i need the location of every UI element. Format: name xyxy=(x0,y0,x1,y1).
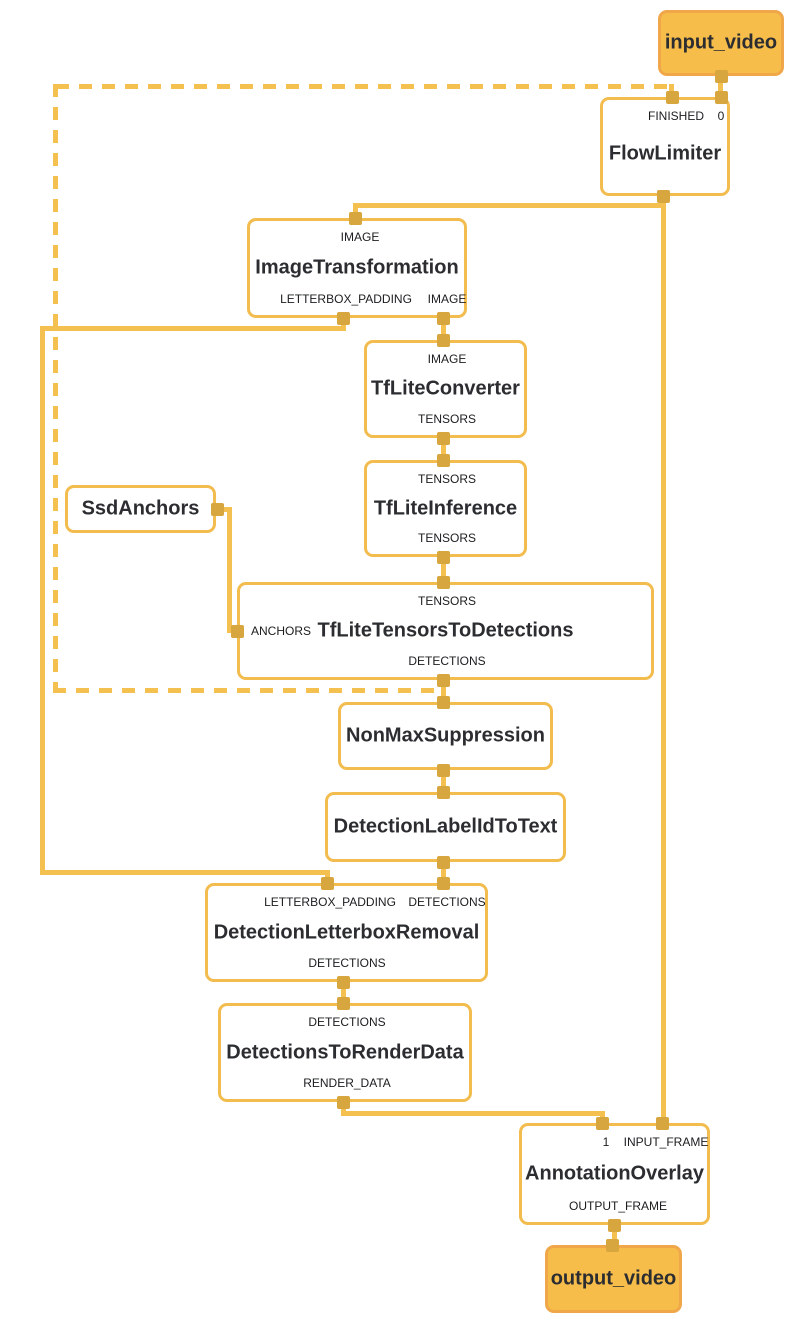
port-annotation-overlay-1-in xyxy=(596,1117,609,1130)
port-letterbox-removal-padding-in xyxy=(321,877,334,890)
edge-flowlimiter-to-image-transformation-h xyxy=(353,203,664,208)
node-output-video[interactable]: output_video xyxy=(545,1245,682,1313)
node-output-video-title: output_video xyxy=(550,1267,677,1290)
port-flowlimiter-0 xyxy=(715,91,728,104)
port-label-finished: FINISHED xyxy=(647,109,705,123)
port-label-input-frame-in: INPUT_FRAME xyxy=(623,1135,709,1149)
edge-letterbox-padding-h1 xyxy=(40,326,346,331)
port-ssd-anchors-out xyxy=(211,503,224,516)
edge-finished-loop-top xyxy=(56,84,668,89)
node-detections-to-render-data[interactable]: DETECTIONS DetectionsToRenderData RENDER… xyxy=(218,1003,472,1102)
node-non-max-suppression-title: NonMaxSuppression xyxy=(346,724,545,747)
port-label-image-out: IMAGE xyxy=(427,292,467,306)
edge-letterbox-padding-v3 xyxy=(325,870,330,883)
port-label-1-in: 1 xyxy=(602,1135,610,1149)
port-label-0: 0 xyxy=(717,109,725,123)
node-image-transformation-title: ImageTransformation xyxy=(255,256,459,279)
port-input-video-out xyxy=(715,70,728,83)
port-label-image-in: IMAGE xyxy=(427,352,467,366)
node-flow-limiter[interactable]: FINISHED 0 FlowLimiter xyxy=(600,97,730,196)
node-detection-letterbox-removal-title: DetectionLetterboxRemoval xyxy=(213,921,480,943)
port-label-anchors-in: ANCHORS xyxy=(251,624,312,638)
node-image-transformation[interactable]: IMAGE ImageTransformation LETTERBOX_PADD… xyxy=(247,218,467,318)
port-nms-out xyxy=(437,764,450,777)
edge-overlay-to-output-video xyxy=(612,1225,617,1245)
port-tflite-converter-out xyxy=(437,432,450,445)
edge-render-data-v1 xyxy=(341,1102,346,1116)
port-letterbox-removal-out xyxy=(337,976,350,989)
edge-letterbox-padding-v2 xyxy=(40,326,45,875)
edge-ssd-anchors-v xyxy=(227,507,232,633)
edge-labelid-to-letterbox-removal xyxy=(441,862,446,883)
port-label-image-in: IMAGE xyxy=(340,230,380,244)
node-flow-limiter-title: FlowLimiter xyxy=(608,142,722,165)
port-render-data-in xyxy=(337,997,350,1010)
node-tflite-inference[interactable]: TENSORS TfLiteInference TENSORS xyxy=(364,460,527,557)
port-labelid-out xyxy=(437,856,450,869)
port-flowlimiter-out xyxy=(657,190,670,203)
node-ssd-anchors-title: SsdAnchors xyxy=(81,497,200,520)
edge-converter-to-inference xyxy=(441,438,446,460)
node-non-max-suppression[interactable]: NonMaxSuppression xyxy=(338,702,553,770)
edge-flowlimiter-to-image-transformation-v xyxy=(353,203,358,218)
edge-image-to-tflite-converter xyxy=(441,318,446,340)
port-letterbox-removal-detections-in xyxy=(437,877,450,890)
edge-finished-loop-drop xyxy=(669,84,674,97)
node-tflite-tensors-to-detections-title: TfLiteTensorsToDetections xyxy=(317,619,574,642)
port-label-detections-out: DETECTIONS xyxy=(308,956,386,970)
port-label-tensors-out: TENSORS xyxy=(417,412,477,426)
port-label-output-frame-out: OUTPUT_FRAME xyxy=(568,1199,668,1213)
port-image-transformation-image-out xyxy=(437,312,450,325)
port-tensors-to-detections-anchors-in xyxy=(231,625,244,638)
node-tflite-inference-title: TfLiteInference xyxy=(373,497,518,519)
port-label-detections-out: DETECTIONS xyxy=(408,654,486,668)
port-labelid-in xyxy=(437,786,450,799)
node-input-video-title: input_video xyxy=(664,31,778,54)
node-detection-label-id-to-text[interactable]: DetectionLabelIdToText xyxy=(325,792,566,862)
port-output-video-in xyxy=(606,1239,619,1252)
node-tflite-tensors-to-detections[interactable]: TENSORS ANCHORS TfLiteTensorsToDetection… xyxy=(237,582,654,680)
port-annotation-overlay-input-frame-in xyxy=(656,1117,669,1130)
port-label-detections-in: DETECTIONS xyxy=(408,895,486,909)
port-tflite-inference-out xyxy=(437,551,450,564)
edge-ssd-anchors-h1 xyxy=(218,507,232,512)
port-label-render-data-out: RENDER_DATA xyxy=(303,1076,391,1090)
edge-finished-loop-left xyxy=(53,84,58,692)
port-nms-in xyxy=(437,696,450,709)
node-annotation-overlay[interactable]: 1 INPUT_FRAME AnnotationOverlay OUTPUT_F… xyxy=(519,1123,710,1225)
port-label-tensors-in: TENSORS xyxy=(417,594,477,608)
node-input-video[interactable]: input_video xyxy=(658,10,784,76)
port-annotation-overlay-out xyxy=(608,1219,621,1232)
port-image-transformation-image-in xyxy=(349,212,362,225)
port-tensors-to-detections-tensors-in xyxy=(437,576,450,589)
node-detection-letterbox-removal[interactable]: LETTERBOX_PADDING DETECTIONS DetectionLe… xyxy=(205,883,488,982)
port-image-transformation-letterbox-out xyxy=(337,312,350,325)
port-label-detections-in: DETECTIONS xyxy=(308,1015,386,1029)
edge-letterbox-padding-h2 xyxy=(40,870,330,875)
port-render-data-out xyxy=(337,1096,350,1109)
edge-letterbox-removal-to-render-data xyxy=(341,982,346,1003)
port-label-letterbox-padding-out: LETTERBOX_PADDING xyxy=(280,292,412,306)
port-tflite-converter-in xyxy=(437,334,450,347)
port-label-tensors-in: TENSORS xyxy=(417,472,477,486)
port-label-letterbox-padding-in: LETTERBOX_PADDING xyxy=(264,895,396,909)
port-label-tensors-out: TENSORS xyxy=(417,531,477,545)
node-annotation-overlay-title: AnnotationOverlay xyxy=(525,1162,704,1185)
port-flowlimiter-finished xyxy=(666,91,679,104)
edge-flowlimiter-to-annotation-overlay xyxy=(661,196,666,1123)
edge-inference-to-tensors-to-detections xyxy=(441,557,446,582)
node-tflite-converter[interactable]: IMAGE TfLiteConverter TENSORS xyxy=(364,340,527,438)
node-detection-label-id-to-text-title: DetectionLabelIdToText xyxy=(333,815,558,838)
port-tflite-inference-in xyxy=(437,454,450,467)
port-tensors-to-detections-out xyxy=(437,674,450,687)
edge-input-video-to-flowlimiter xyxy=(718,76,723,97)
edge-nms-to-labelid xyxy=(441,770,446,792)
node-tflite-converter-title: TfLiteConverter xyxy=(371,377,520,400)
edge-render-data-h xyxy=(341,1111,605,1116)
edge-finished-loop-bottom xyxy=(53,688,444,693)
node-ssd-anchors[interactable]: SsdAnchors xyxy=(65,485,216,533)
node-detections-to-render-data-title: DetectionsToRenderData xyxy=(226,1041,464,1063)
